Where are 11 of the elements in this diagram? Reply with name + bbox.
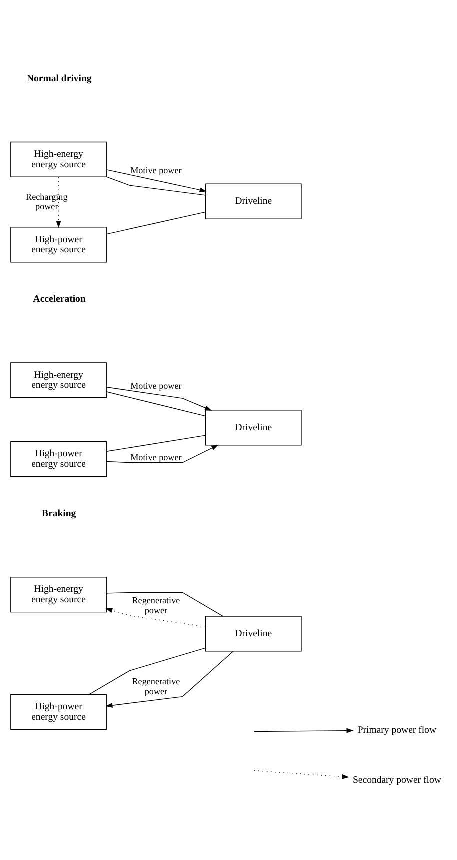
edge-label: Motive power	[130, 381, 182, 392]
edge-label: Regenerative power	[132, 676, 180, 696]
edge-label: Motive power	[130, 165, 182, 176]
label: Braking	[42, 508, 76, 520]
label: Acceleration	[33, 294, 86, 305]
label: Normal driving	[26, 73, 92, 84]
edge-label: Regenerative power	[132, 596, 180, 616]
edge-label: Recharging power	[26, 192, 68, 212]
legend-label: Secondary power flow	[352, 775, 442, 786]
legend-label: Primary power flow	[358, 724, 437, 736]
edge-label: Motive power	[130, 452, 182, 462]
